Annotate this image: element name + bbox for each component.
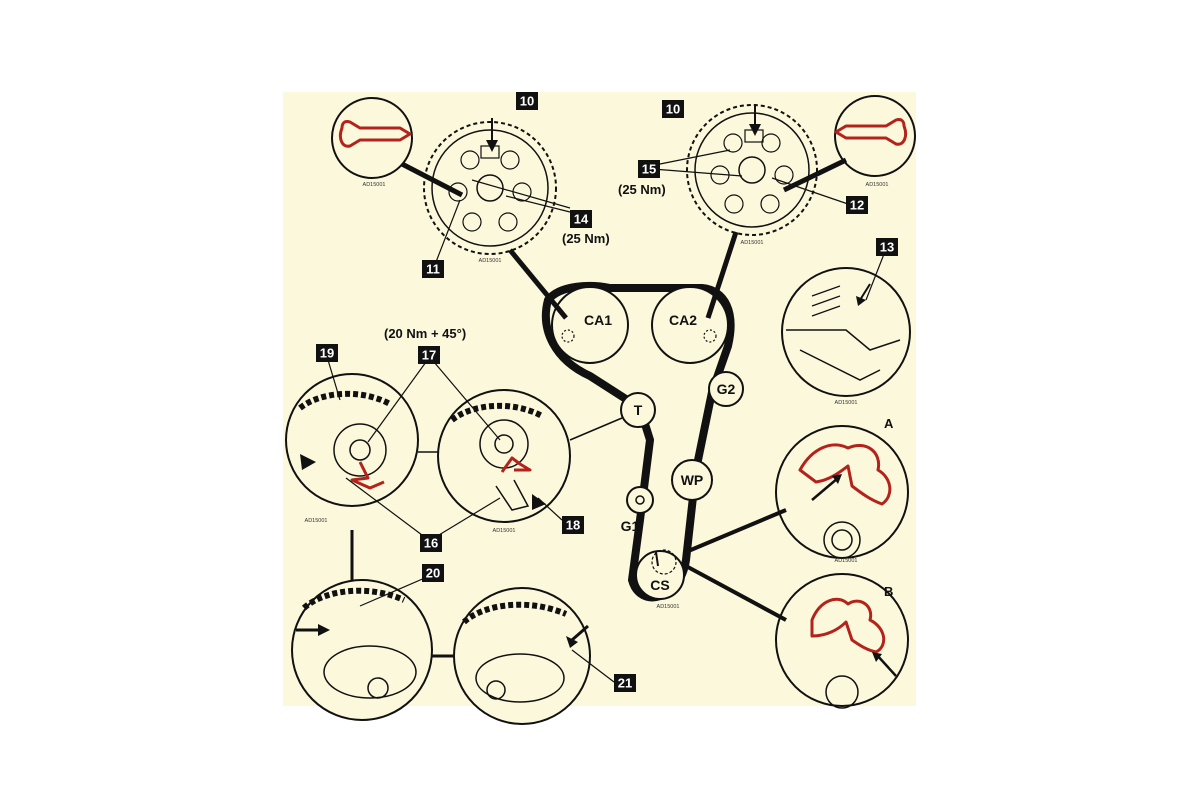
part-code-view-a: AD15001 xyxy=(835,558,858,564)
timing-belt xyxy=(541,282,735,602)
camshaft-gear-right xyxy=(686,104,818,236)
view-b-label: B xyxy=(884,584,893,599)
pulley-ca2-label: CA2 xyxy=(669,312,697,328)
torque-14: (25 Nm) xyxy=(562,231,610,246)
svg-text:15: 15 xyxy=(642,162,656,177)
pulley-ca2: CA2 xyxy=(651,286,729,364)
pulley-cs-label: CS xyxy=(650,577,669,593)
svg-text:18: 18 xyxy=(566,518,580,533)
svg-text:17: 17 xyxy=(422,348,436,363)
callout-14: 14 xyxy=(570,210,592,228)
callout-12: 12 xyxy=(846,196,868,214)
part-code-detail-right: AD15001 xyxy=(866,182,889,188)
svg-text:11: 11 xyxy=(426,262,440,277)
svg-text:10: 10 xyxy=(666,102,680,117)
svg-text:10: 10 xyxy=(520,94,534,109)
part-code-cam-right: AD15001 xyxy=(741,240,764,246)
svg-text:21: 21 xyxy=(618,676,632,691)
callout-17: 17 xyxy=(418,346,440,364)
torque-17: (20 Nm + 45°) xyxy=(384,326,466,341)
detail-locking-pin-right xyxy=(834,95,916,177)
svg-text:12: 12 xyxy=(850,198,864,213)
part-code-detail-left: AD15001 xyxy=(363,182,386,188)
callout-20: 20 xyxy=(422,564,444,582)
callout-10-right: 10 xyxy=(662,100,684,118)
callout-19: 19 xyxy=(316,344,338,362)
part-code-tensioner-right: AD15001 xyxy=(493,528,516,534)
callout-18: 18 xyxy=(562,516,584,534)
svg-text:16: 16 xyxy=(424,536,438,551)
detail-13-circle xyxy=(781,267,911,397)
part-code-tensioner-left: AD15001 xyxy=(305,518,328,524)
callout-10-left: 10 xyxy=(516,92,538,110)
pulley-ca1: CA1 xyxy=(551,286,629,364)
view-a-label: A xyxy=(884,416,894,431)
pulley-g2-label: G2 xyxy=(717,381,736,397)
part-code-cam-left: AD15001 xyxy=(479,258,502,264)
torque-15: (25 Nm) xyxy=(618,182,666,197)
tensioner-detail-right xyxy=(437,389,571,523)
pulley-crankshaft: CS xyxy=(635,549,685,600)
pulley-tensioner: T xyxy=(620,392,656,428)
callout-13: 13 xyxy=(876,238,898,256)
callout-16: 16 xyxy=(420,534,442,552)
tensioner-detail-bottom-right xyxy=(453,587,591,725)
detail-view-b xyxy=(775,573,909,709)
callout-21: 21 xyxy=(614,674,636,692)
svg-text:19: 19 xyxy=(320,346,334,361)
callout-11: 11 xyxy=(422,260,444,278)
detail-view-a xyxy=(775,425,909,559)
part-code-detail-13: AD15001 xyxy=(835,400,858,406)
tensioner-detail-bottom-left xyxy=(291,579,433,721)
camshaft-gear-left xyxy=(423,121,557,255)
svg-text:13: 13 xyxy=(880,240,894,255)
pulley-water-pump: WP xyxy=(671,459,713,501)
pulley-t-label: T xyxy=(634,402,643,418)
pulley-g2: G2 xyxy=(708,371,744,407)
svg-text:20: 20 xyxy=(426,566,440,581)
pulley-g1-label: G1 xyxy=(621,518,640,534)
detail-locking-pin-left xyxy=(331,97,413,179)
pulley-ca1-label: CA1 xyxy=(584,312,612,328)
part-code-cs: AD15001 xyxy=(657,604,680,610)
callout-15: 15 xyxy=(638,160,660,178)
pulley-wp-label: WP xyxy=(681,472,704,488)
svg-text:14: 14 xyxy=(574,212,589,227)
tensioner-detail-left xyxy=(285,373,419,507)
pulley-g1 xyxy=(626,486,654,514)
